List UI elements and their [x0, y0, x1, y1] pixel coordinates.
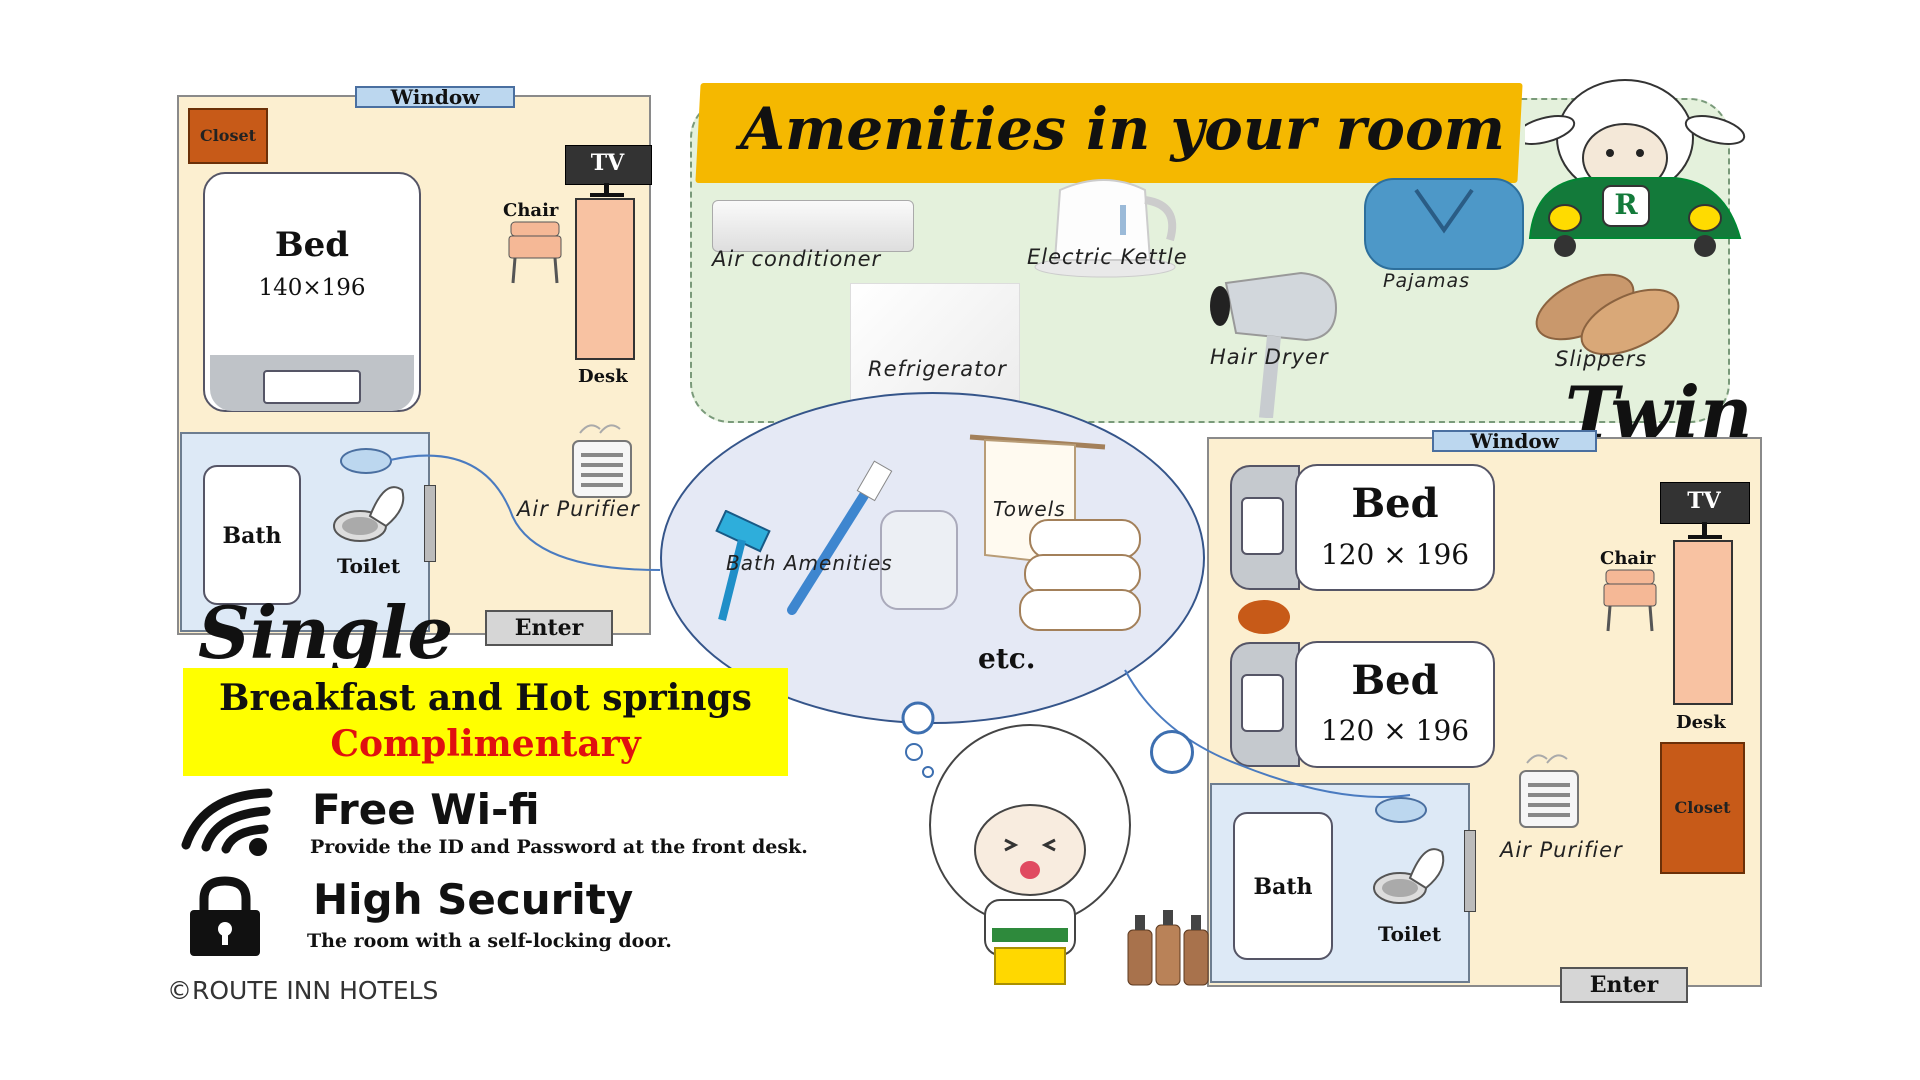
twin-bed1-pillow: [1241, 497, 1284, 555]
pajamas-icon: [1364, 178, 1524, 270]
single-tv-label: TV: [590, 150, 625, 176]
slippers-icon: [1530, 262, 1690, 357]
electric-kettle-icon: [1020, 165, 1190, 280]
amenity-hair-dryer: Hair Dryer: [1210, 345, 1329, 369]
amenity-refrigerator: Refrigerator: [868, 357, 1007, 381]
copyright: ©ROUTE INN HOTELS: [167, 976, 439, 1005]
wifi-description: Provide the ID and Password at the front…: [310, 836, 808, 858]
single-bed-pillow: [263, 370, 361, 404]
amenities-title: Amenities in your room: [740, 95, 1506, 163]
twin-nightstand: [1238, 600, 1290, 634]
twin-air-purifier-icon: [1512, 745, 1587, 830]
twin-desk-label: Desk: [1676, 712, 1726, 733]
single-tv-stand-base: [590, 193, 624, 197]
twin-bed1: [1295, 464, 1495, 591]
cotton-jar-icon: [880, 510, 958, 610]
single-sink: [340, 448, 392, 474]
twin-thought-bubble: [1150, 730, 1194, 774]
single-toilet-label: Toilet: [337, 554, 401, 578]
single-bathroom-door: [424, 485, 436, 562]
wifi-icon: [178, 785, 278, 860]
single-desk: [575, 198, 635, 360]
razor-icon: [707, 509, 777, 625]
promo-line1: Breakfast and Hot springs: [219, 677, 752, 719]
single-tv-stand: [604, 183, 609, 195]
twin-bath-label: Bath: [1253, 874, 1313, 900]
twin-bed2-size: 120 × 196: [1320, 714, 1470, 747]
amenity-slippers: Slippers: [1555, 347, 1648, 371]
single-bathtub: [203, 465, 301, 605]
etc-label: etc.: [978, 642, 1036, 675]
single-bath-label: Bath: [222, 523, 282, 549]
single-chair-icon: [505, 220, 565, 285]
amenity-pajamas: Pajamas: [1383, 270, 1471, 292]
lock-icon: [180, 875, 270, 960]
twin-bathtub: [1233, 812, 1333, 960]
twin-toilet-icon: [1370, 840, 1450, 910]
single-connector-line: [390, 454, 661, 571]
twin-bed2-pillow: [1241, 674, 1284, 732]
sheep-car-mascot: [1514, 68, 1775, 258]
promo-box: [183, 668, 788, 776]
single-window-label: Window: [355, 86, 515, 108]
twin-air-purifier-label: Air Purifier: [1500, 838, 1623, 862]
soap-bottles-icon: [1120, 905, 1215, 990]
single-toilet-icon: [330, 478, 410, 548]
twin-chair-label: Chair: [1600, 548, 1656, 569]
single-bed-label: Bed: [274, 225, 350, 265]
single-air-purifier-icon: [565, 415, 640, 500]
single-desk-label: Desk: [578, 366, 628, 387]
twin-bed2: [1295, 641, 1495, 768]
refrigerator-icon: [850, 283, 1020, 405]
twin-tv-stand: [1702, 522, 1707, 536]
single-chair-label: Chair: [503, 200, 559, 221]
afro-mascot: [900, 700, 1160, 1000]
air-conditioner-icon: [712, 200, 914, 252]
twin-bed1-size: 120 × 196: [1320, 538, 1470, 571]
single-bed-size: 140×196: [258, 275, 366, 301]
twin-toilet-label: Toilet: [1378, 922, 1442, 946]
twin-window-label: Window: [1432, 430, 1597, 452]
amenity-electric-kettle: Electric Kettle: [1027, 245, 1188, 269]
security-description: The room with a self-locking door.: [307, 930, 672, 952]
single-closet: Closet: [188, 108, 268, 164]
twin-connector-line: [1124, 669, 1411, 798]
twin-desk: [1673, 540, 1733, 705]
toothbrush-icon: [780, 460, 895, 620]
single-air-purifier-label: Air Purifier: [517, 497, 640, 521]
towels-label: Towels: [993, 497, 1066, 521]
hair-dryer-icon: [1196, 268, 1356, 419]
twin-bathroom-door: [1464, 830, 1476, 912]
single-tv: [565, 145, 652, 185]
single-title: Single: [198, 590, 454, 675]
security-title: High Security: [313, 875, 634, 924]
wifi-title: Free Wi-fi: [312, 785, 540, 834]
twin-enter-label: Enter: [1560, 967, 1688, 1003]
promo-line2: Complimentary: [330, 723, 641, 765]
car-badge: R: [1614, 188, 1638, 221]
twin-tv-stand-base: [1688, 535, 1722, 539]
bath-amenities-label: Bath Amenities: [726, 551, 893, 575]
towels-icon: [965, 425, 1155, 645]
twin-chair-icon: [1600, 568, 1660, 633]
single-enter-label: Enter: [485, 610, 613, 646]
twin-bed2-label: Bed: [1351, 657, 1439, 704]
amenity-air-conditioner: Air conditioner: [712, 247, 882, 271]
twin-bed1-label: Bed: [1351, 480, 1439, 527]
twin-sink: [1375, 797, 1427, 823]
twin-closet: Closet: [1660, 742, 1745, 874]
twin-tv-label: TV: [1687, 488, 1721, 514]
